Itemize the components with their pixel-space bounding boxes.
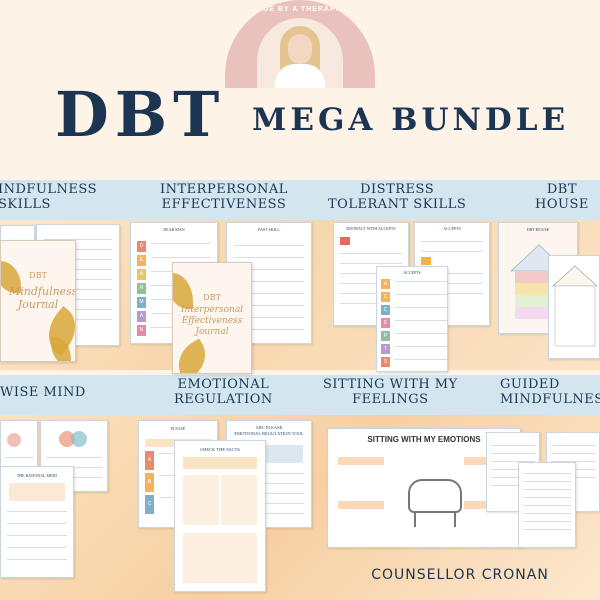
section-title-emotional: EMOTIONAL REGULATION: [174, 377, 273, 407]
section-title-guided: GUIDED MINDFULNESS: [500, 377, 600, 407]
section-title-interpersonal: INTERPERSONAL EFFECTIVENESS: [160, 182, 288, 212]
dear-man-letters-chip: D: [137, 241, 146, 252]
accepts-letters-chip: E: [381, 318, 390, 328]
section-title-distress: DISTRESS TOLERANT SKILLS: [328, 182, 467, 212]
accepts-letters-chip: T: [381, 344, 390, 354]
worksheet-check-facts: CHECK THE FACTS: [174, 440, 266, 592]
accepts-letters-chip: C: [381, 292, 390, 302]
dear-man-letters-chip: E: [137, 255, 146, 266]
mindfulness-journal-title: Mindfulness Journal: [9, 285, 76, 312]
section-band-bottom: [0, 375, 600, 415]
therapist-badge: MADE BY A THERAPIST: [225, 0, 375, 88]
therapist-shirt: [275, 64, 325, 88]
accepts-letters-chip: S: [381, 357, 390, 367]
abc-letters-chip: A: [145, 451, 154, 470]
dear-man-letters-chip: R: [137, 283, 146, 294]
worksheet-dbt-house-2: [548, 255, 600, 359]
interpersonal-journal-title: Interpersonal Effectiveness Journal: [181, 305, 244, 337]
section-title-wise-mind: WISE MIND: [0, 385, 86, 400]
title-sub: MEGA BUNDLE: [252, 102, 570, 138]
dear-man-letters-chip: A: [137, 311, 146, 322]
abc-letters-chip: C: [145, 495, 154, 514]
dear-man-letters-chip: A: [137, 269, 146, 280]
abc-letters-chip: B: [145, 473, 154, 492]
section-title-house: DBT HOUSE: [535, 182, 589, 212]
therapist-face: [288, 34, 312, 64]
accepts-letters-chip: P: [381, 331, 390, 341]
section-title-sitting: SITTING WITH MY FEELINGS: [323, 377, 458, 407]
mindfulness-journal-label: DBT: [29, 271, 47, 280]
section-band-top: [0, 180, 600, 220]
accepts-letters-chip: A: [381, 279, 390, 289]
worksheet-guided-3: [518, 462, 576, 548]
title-main: DBT: [55, 78, 226, 151]
dear-man-letters-chip: N: [137, 325, 146, 336]
worksheet-rational-mind: THE RATIONAL MIND: [0, 466, 74, 578]
chair-icon: [408, 479, 462, 513]
accepts-letters-chip: C: [381, 305, 390, 315]
section-title-mindfulness: INDFULNESS SKILLS: [0, 182, 97, 212]
interpersonal-journal-cover: DBT Interpersonal Effectiveness Journal: [172, 262, 252, 374]
footer-brand: COUNSELLOR CRONAN: [371, 567, 549, 583]
dear-man-letters-chip: M: [137, 297, 146, 308]
mindfulness-journal-cover: DBT Mindfulness Journal: [0, 240, 76, 362]
badge-text: MADE BY A THERAPIST: [250, 6, 350, 13]
interpersonal-journal-label: DBT: [203, 293, 221, 302]
